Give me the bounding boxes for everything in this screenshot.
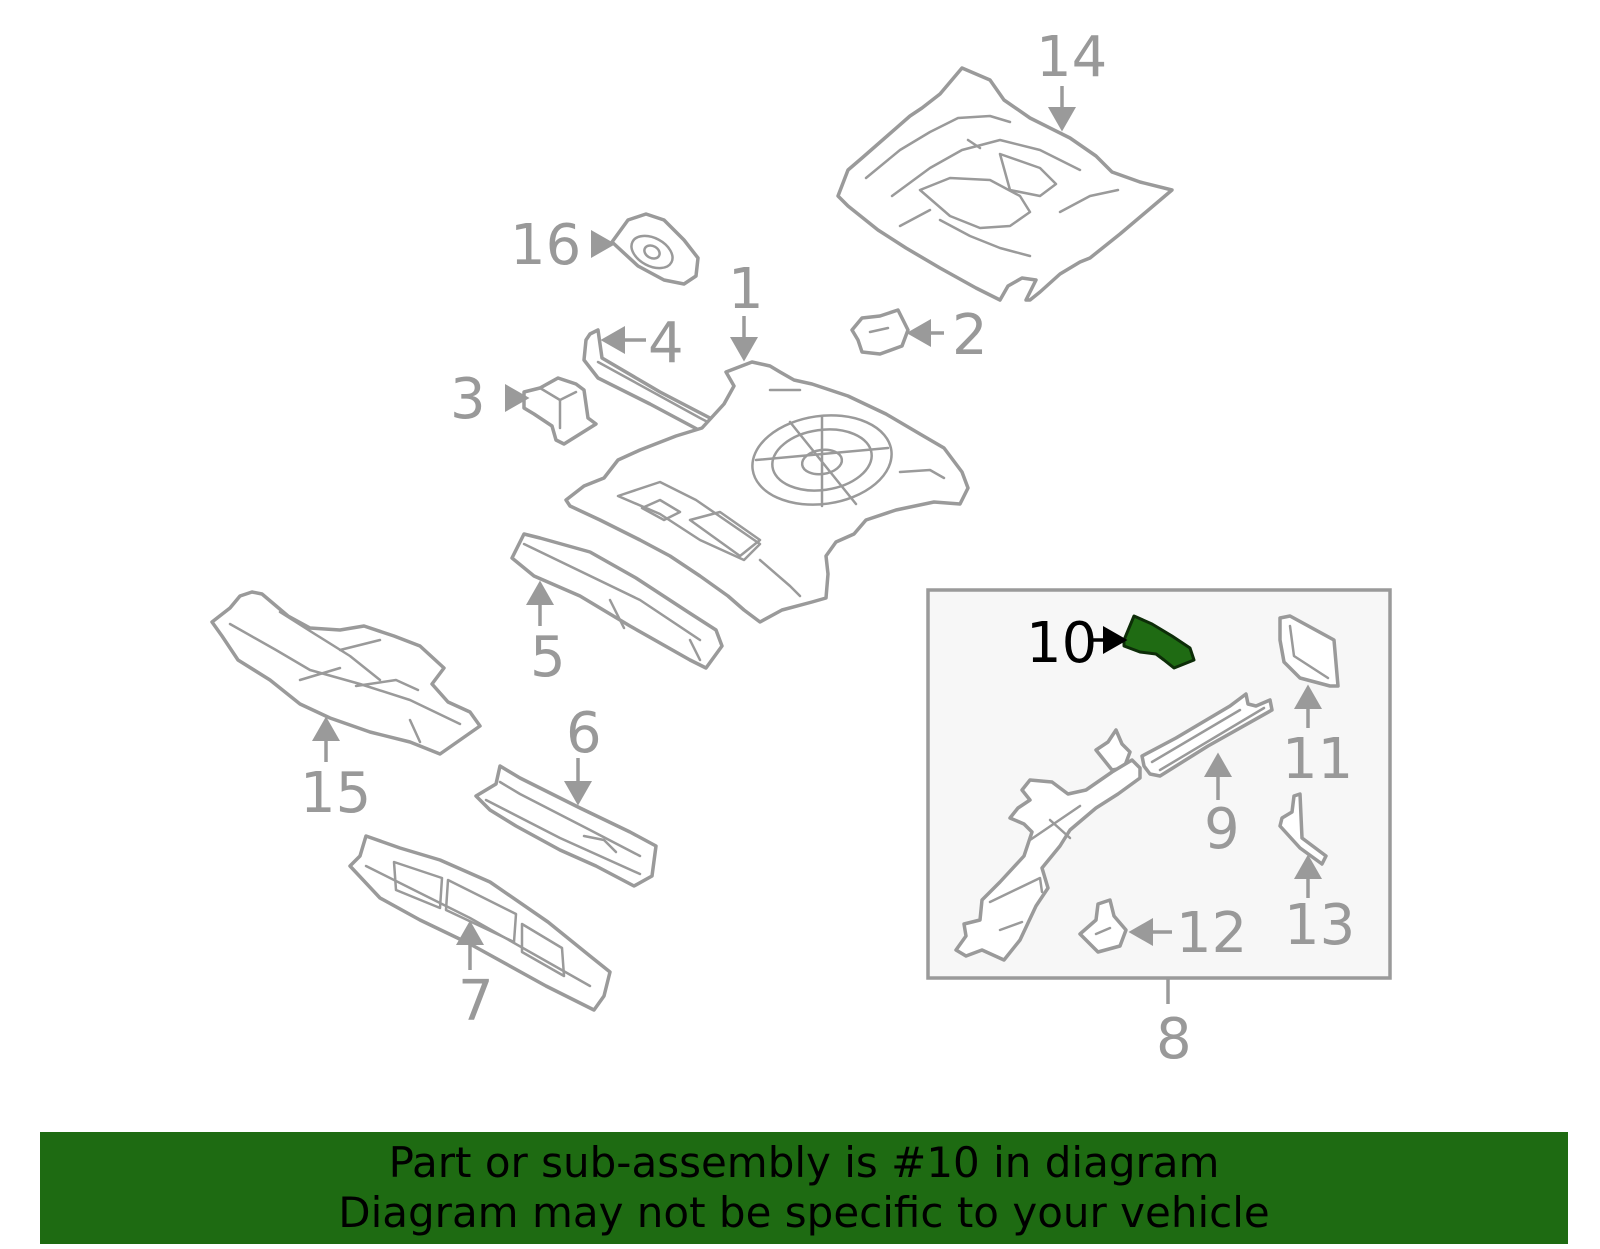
part-1-rear-floor[interactable]: [564, 360, 970, 624]
leader-lines: [312, 86, 1322, 1004]
callout-12: 12: [1176, 901, 1247, 966]
part-12-bracket[interactable]: [1078, 898, 1128, 954]
callout-7: 7: [458, 969, 494, 1034]
callout-6: 6: [566, 701, 602, 766]
part-14-rear-floor-pan[interactable]: [836, 66, 1174, 302]
part-9-rail[interactable]: [1140, 692, 1274, 778]
info-banner: Part or sub-assembly is #10 in diagram D…: [40, 1132, 1568, 1244]
callout-16: 16: [510, 213, 581, 278]
part-10-highlighted[interactable]: [1122, 614, 1196, 670]
callout-4: 4: [648, 311, 684, 376]
callout-2: 2: [952, 303, 988, 368]
callout-11: 11: [1282, 727, 1353, 792]
callout-15: 15: [300, 761, 371, 826]
callout-5: 5: [530, 625, 566, 690]
callout-10: 10: [1026, 611, 1097, 676]
part-16-plug[interactable]: [610, 212, 700, 286]
callout-14: 14: [1036, 25, 1107, 90]
part-5-crossmember[interactable]: [510, 532, 724, 670]
banner-line-2: Diagram may not be specific to your vehi…: [338, 1188, 1270, 1237]
part-11-bracket[interactable]: [1278, 614, 1340, 688]
part-15-front-floor[interactable]: [210, 590, 482, 756]
banner-line-1: Part or sub-assembly is #10 in diagram: [388, 1138, 1220, 1187]
callout-1: 1: [728, 257, 764, 322]
part-frame-rail[interactable]: [954, 758, 1142, 962]
part-6-crossmember[interactable]: [474, 764, 658, 888]
part-2-bracket[interactable]: [850, 308, 910, 356]
callout-13: 13: [1284, 893, 1355, 958]
part-3-bracket[interactable]: [522, 376, 598, 446]
callout-3: 3: [450, 367, 486, 432]
callout-9: 9: [1204, 797, 1240, 862]
callout-8: 8: [1156, 1007, 1192, 1072]
